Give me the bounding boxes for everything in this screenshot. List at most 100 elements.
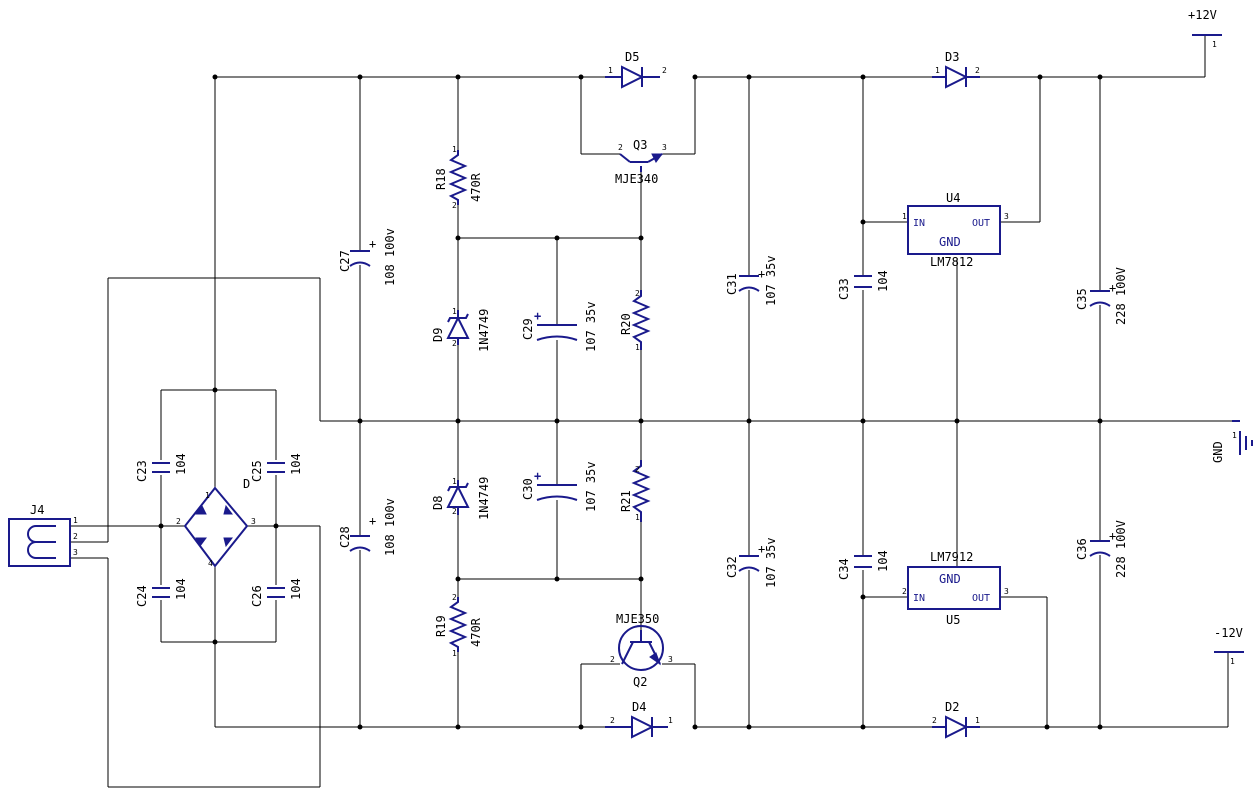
- svg-text:D5: D5: [625, 50, 639, 64]
- capacitor-c33: C33 104: [837, 270, 890, 300]
- transistor-q2: 2 3 MJE350 Q2: [610, 612, 673, 689]
- svg-text:+: +: [1109, 281, 1116, 295]
- diode-d2: 2 1 D2: [932, 700, 980, 739]
- svg-text:1: 1: [1230, 657, 1235, 666]
- svg-text:2: 2: [176, 517, 181, 526]
- svg-text:C31: C31: [725, 273, 739, 295]
- svg-text:2: 2: [610, 655, 615, 664]
- bridge-ref: D: [243, 477, 250, 491]
- capacitor-c30: + C30 107 35v: [521, 461, 598, 512]
- svg-text:LM7912: LM7912: [930, 550, 973, 564]
- svg-text:1: 1: [635, 343, 640, 352]
- svg-text:OUT: OUT: [972, 218, 990, 229]
- svg-text:104: 104: [876, 550, 890, 572]
- zener-d9: 1 2 D9 1N4749: [431, 307, 491, 352]
- svg-text:C28: C28: [338, 526, 352, 548]
- svg-text:104: 104: [289, 578, 303, 600]
- svg-text:2: 2: [452, 201, 457, 210]
- svg-text:R19: R19: [434, 615, 448, 637]
- connector-j4: J4 1 2 3: [8, 503, 78, 567]
- svg-text:3: 3: [662, 143, 667, 152]
- svg-text:1: 1: [452, 649, 457, 658]
- svg-text:2: 2: [610, 716, 615, 725]
- svg-text:1: 1: [1232, 431, 1237, 440]
- svg-text:3: 3: [1004, 212, 1009, 221]
- resistor-r18: 1 2 R18 470R: [434, 145, 483, 210]
- svg-text:C30: C30: [521, 478, 535, 500]
- ground-label: GND: [1211, 441, 1225, 463]
- svg-text:Q2: Q2: [633, 675, 647, 689]
- svg-text:3: 3: [1004, 587, 1009, 596]
- svg-text:107 35v: 107 35v: [764, 255, 778, 306]
- resistor-r21: 2 1 R21: [619, 460, 651, 522]
- capacitor-c26: C26 104: [250, 578, 303, 607]
- svg-text:IN: IN: [913, 593, 925, 604]
- svg-text:IN: IN: [913, 218, 925, 229]
- svg-text:1: 1: [635, 513, 640, 522]
- capacitor-c23: C23 104: [135, 453, 188, 482]
- svg-text:3: 3: [73, 548, 78, 557]
- svg-text:228 100V: 228 100V: [1114, 267, 1128, 325]
- resistor-r20: 2 1 R20: [619, 289, 651, 352]
- j4-ref: J4: [30, 503, 44, 517]
- svg-text:1: 1: [975, 716, 980, 725]
- svg-text:1: 1: [935, 66, 940, 75]
- svg-text:108 100v: 108 100v: [383, 498, 397, 556]
- svg-text:+: +: [369, 237, 376, 251]
- svg-text:C35: C35: [1075, 288, 1089, 310]
- capacitor-c34: C34 104: [837, 550, 890, 580]
- svg-text:C25: C25: [250, 460, 264, 482]
- ground-symbol: 1 GND: [1211, 420, 1253, 463]
- bridge-rectifier: 1 2 3 4 D: [176, 477, 256, 568]
- svg-text:C32: C32: [725, 556, 739, 578]
- neg-rail-symbol: 1 -12V: [1214, 626, 1244, 666]
- svg-text:228 100V: 228 100V: [1114, 520, 1128, 578]
- svg-text:104: 104: [289, 453, 303, 475]
- svg-text:104: 104: [174, 453, 188, 475]
- pos-rail-symbol: 1 +12V: [1188, 8, 1222, 49]
- svg-text:MJE340: MJE340: [615, 172, 658, 186]
- neg-rail-label: -12V: [1214, 626, 1243, 640]
- diode-d5: 1 2 D5: [605, 50, 667, 89]
- capacitor-c27: + C27 108 100v: [338, 228, 397, 286]
- svg-text:R20: R20: [619, 313, 633, 335]
- svg-text:LM7812: LM7812: [930, 255, 973, 269]
- svg-text:+: +: [369, 514, 376, 528]
- svg-text:108 100v: 108 100v: [383, 228, 397, 286]
- svg-text:+: +: [534, 469, 541, 483]
- transistor-q3: 2 3 Q3 MJE340: [615, 138, 667, 186]
- svg-text:D9: D9: [431, 328, 445, 342]
- regulator-u4: U4 IN OUT GND LM7812 1 3: [902, 191, 1009, 269]
- svg-text:+: +: [534, 309, 541, 323]
- svg-text:+: +: [1109, 529, 1116, 543]
- diode-d3: 1 2 D3: [932, 50, 980, 89]
- svg-text:C29: C29: [521, 318, 535, 340]
- capacitor-c29: + C29 107 35v: [521, 301, 598, 352]
- svg-text:2: 2: [635, 289, 640, 298]
- svg-text:1: 1: [73, 516, 78, 525]
- svg-text:C24: C24: [135, 585, 149, 607]
- capacitor-c25: C25 104: [250, 453, 303, 482]
- capacitor-c28: + C28 108 100v: [338, 498, 397, 556]
- svg-text:MJE350: MJE350: [616, 612, 659, 626]
- svg-text:1N4749: 1N4749: [477, 309, 491, 352]
- svg-text:C34: C34: [837, 558, 851, 580]
- svg-text:C36: C36: [1075, 538, 1089, 560]
- svg-text:R18: R18: [434, 168, 448, 190]
- svg-text:OUT: OUT: [972, 593, 990, 604]
- svg-text:2: 2: [662, 66, 667, 75]
- svg-text:2: 2: [452, 339, 457, 348]
- svg-text:104: 104: [876, 270, 890, 292]
- svg-text:D2: D2: [945, 700, 959, 714]
- svg-text:107 35v: 107 35v: [764, 537, 778, 588]
- svg-text:107 35v: 107 35v: [584, 301, 598, 352]
- svg-text:2: 2: [452, 507, 457, 516]
- svg-text:1N4749: 1N4749: [477, 477, 491, 520]
- svg-text:3: 3: [251, 517, 256, 526]
- svg-text:D8: D8: [431, 496, 445, 510]
- svg-text:1: 1: [1212, 40, 1217, 49]
- svg-text:2: 2: [452, 593, 457, 602]
- svg-text:+: +: [758, 267, 765, 281]
- capacitor-c32: + C32 107 35v: [725, 537, 778, 588]
